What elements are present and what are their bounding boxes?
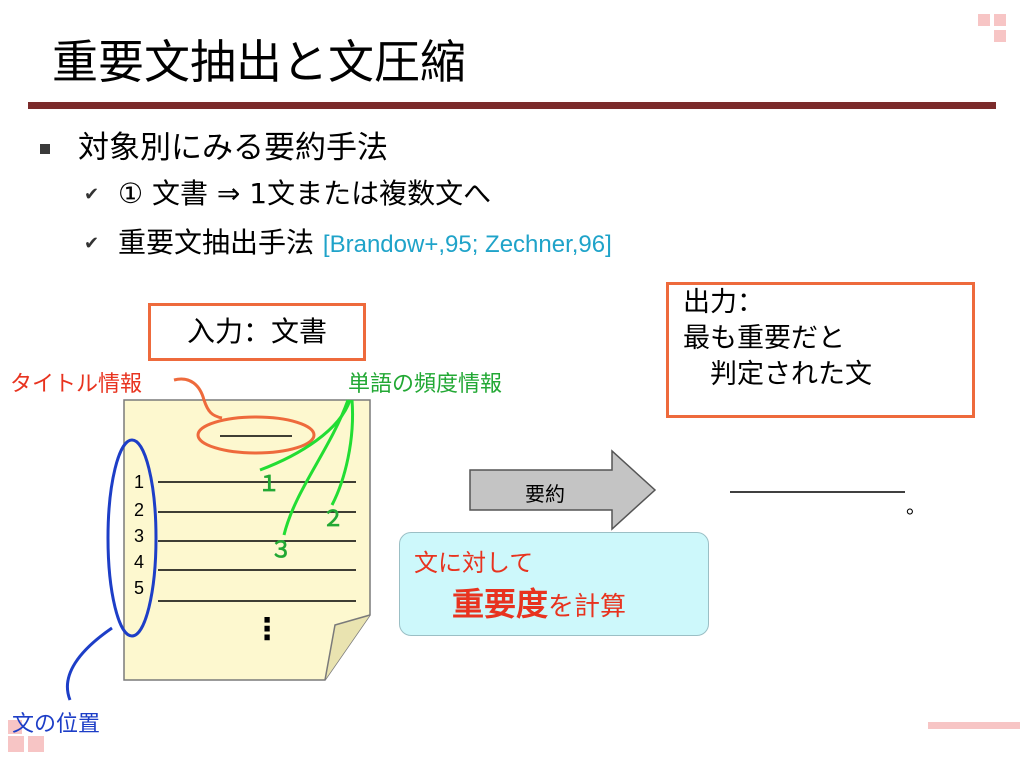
square-bullet-icon xyxy=(40,144,50,154)
circled-number: ２ xyxy=(322,507,345,532)
line-number: 3 xyxy=(134,526,145,546)
line-number: 5 xyxy=(134,578,145,598)
calc-word: を計算 xyxy=(548,592,627,622)
extraction-method-label: 重要文抽出手法 xyxy=(118,226,315,259)
summary-arrow xyxy=(469,449,657,531)
output-box: 出力： 最も重要だと 判定された文 xyxy=(666,282,975,418)
document-fold xyxy=(324,614,371,681)
position-ellipse xyxy=(106,438,158,638)
circled-number: １ xyxy=(258,472,281,497)
sentence-position-label: 文の位置 xyxy=(12,712,101,737)
word-freq-line-2 xyxy=(330,399,355,506)
word-freq-line-3 xyxy=(282,399,350,536)
summary-arrow-label: 要約 xyxy=(525,482,565,506)
bullet-extraction-method: 重要文抽出手法 [Brandow+,95; Zechner,96] xyxy=(118,223,612,265)
importance-calculation-box: 文に対して 重要度を計算 xyxy=(399,532,709,636)
position-pointer xyxy=(65,626,113,701)
input-box: 入力：文書 xyxy=(148,303,366,361)
bullet-summary-methods: 対象別にみる要約手法 xyxy=(78,130,388,166)
ellipsis: ⋮ xyxy=(252,612,282,647)
line-number: 4 xyxy=(134,552,145,572)
output-line: 出力： xyxy=(683,287,764,318)
footer-rule xyxy=(928,722,1020,729)
calc-line-1: 文に対して xyxy=(414,549,534,577)
citation: [Brandow+,95; Zechner,96] xyxy=(322,231,612,258)
line-number: 1 xyxy=(134,472,145,492)
corner-decoration-top-right xyxy=(978,14,1006,42)
title-ellipse xyxy=(196,415,316,455)
circled-number: ３ xyxy=(270,538,293,563)
output-line: 最も重要だと xyxy=(683,323,845,354)
check-bullet-icon: ✔ xyxy=(84,233,100,254)
bullet-document-to-sentences: ① 文書 ⇒ 1文または複数文へ xyxy=(118,177,492,210)
line-number: 2 xyxy=(134,500,145,520)
calc-line-2: 重要度を計算 xyxy=(452,579,626,625)
corner-decoration-bottom-left xyxy=(8,720,44,752)
title-info-label: タイトル情報 xyxy=(10,372,143,397)
output-period: 。 xyxy=(906,494,926,518)
output-line: 判定された文 xyxy=(683,359,872,390)
slide-title: 重要文抽出と文圧縮 xyxy=(52,35,466,89)
check-bullet-icon: ✔ xyxy=(84,184,100,205)
word-frequency-label: 単語の頻度情報 xyxy=(348,372,503,397)
title-underline xyxy=(28,102,996,109)
importance-word: 重要度 xyxy=(452,585,549,623)
title-info-pointer xyxy=(173,377,223,420)
